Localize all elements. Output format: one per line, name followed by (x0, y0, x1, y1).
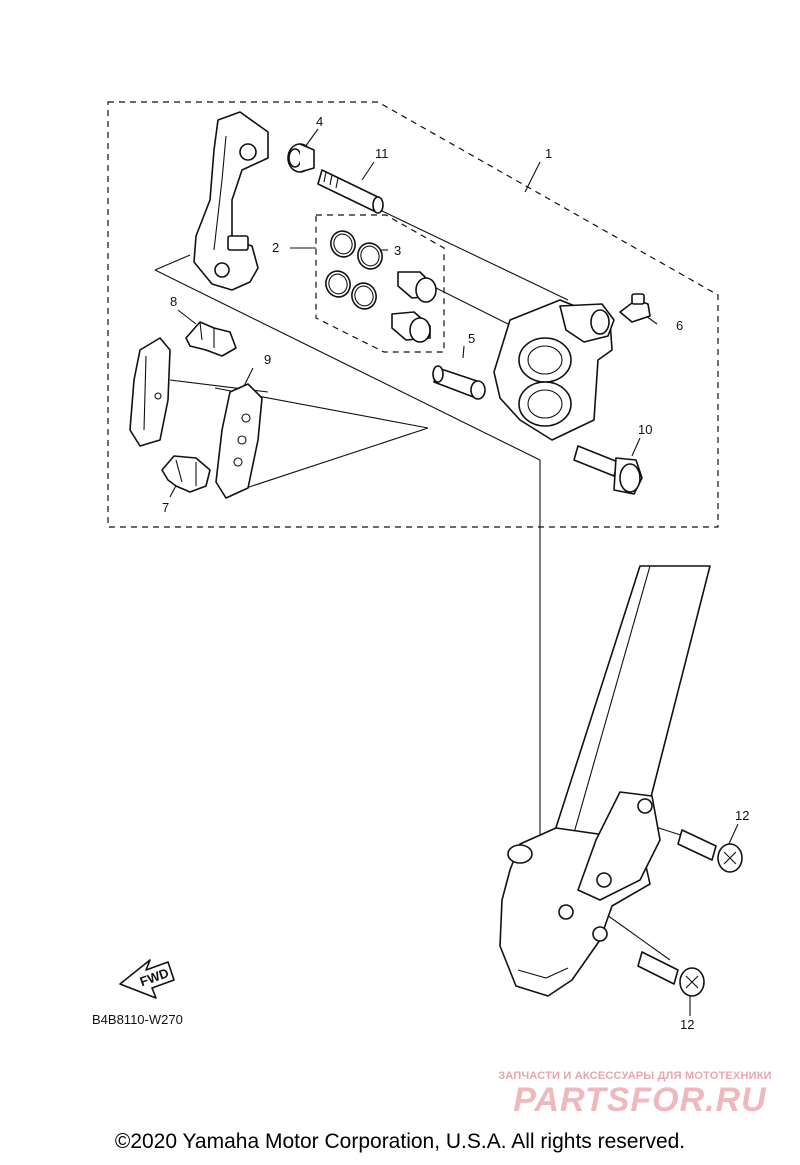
callout-10: 10 (638, 422, 652, 437)
brake-pad-outer (215, 383, 263, 499)
copyright-notice: ©2020 Yamaha Motor Corporation, U.S.A. A… (114, 1130, 686, 1153)
pad-spring-upper (185, 321, 237, 357)
callout-5: 5 (468, 331, 475, 346)
seal-kit-box (315, 214, 445, 353)
caliper-pin (317, 169, 384, 214)
caliper-bolt (573, 445, 643, 495)
fork-leg (499, 565, 711, 997)
fwd-arrow-icon: FWD (119, 959, 175, 999)
pad-spring-lower (161, 455, 211, 493)
callout-9: 9 (264, 352, 271, 367)
callout-1: 1 (545, 146, 552, 161)
pin-boot (287, 143, 315, 173)
brake-pad-inner (129, 337, 171, 447)
mount-bolt-upper (677, 829, 743, 873)
caliper-bracket (193, 111, 269, 291)
bleed-screw (619, 293, 651, 323)
caliper-body (493, 299, 615, 441)
slide-pin (432, 365, 486, 400)
watermark-brand: PARTSFOR.RU (513, 1081, 767, 1119)
callout-12-upper: 12 (735, 808, 749, 823)
callout-8: 8 (170, 294, 177, 309)
callout-6: 6 (676, 318, 683, 333)
callout-numbers: 1 2 3 4 5 6 7 8 9 10 11 12 12 (162, 114, 749, 1032)
callout-11: 11 (375, 146, 389, 161)
mount-bolt-lower (637, 951, 705, 997)
callout-2: 2 (272, 240, 279, 255)
callout-4: 4 (316, 114, 323, 129)
assembly-boundary (107, 101, 719, 528)
diagram-code: B4B8110-W270 (92, 1012, 183, 1027)
callout-3: 3 (394, 243, 401, 258)
watermark-tagline: ЗАПЧАСТИ И АКСЕССУАРЫ ДЛЯ МОТОТЕХНИКИ (498, 1070, 772, 1082)
pistons (391, 271, 437, 343)
callout-12-lower: 12 (680, 1017, 694, 1032)
piston-seals (325, 230, 383, 310)
callout-7: 7 (162, 500, 169, 515)
